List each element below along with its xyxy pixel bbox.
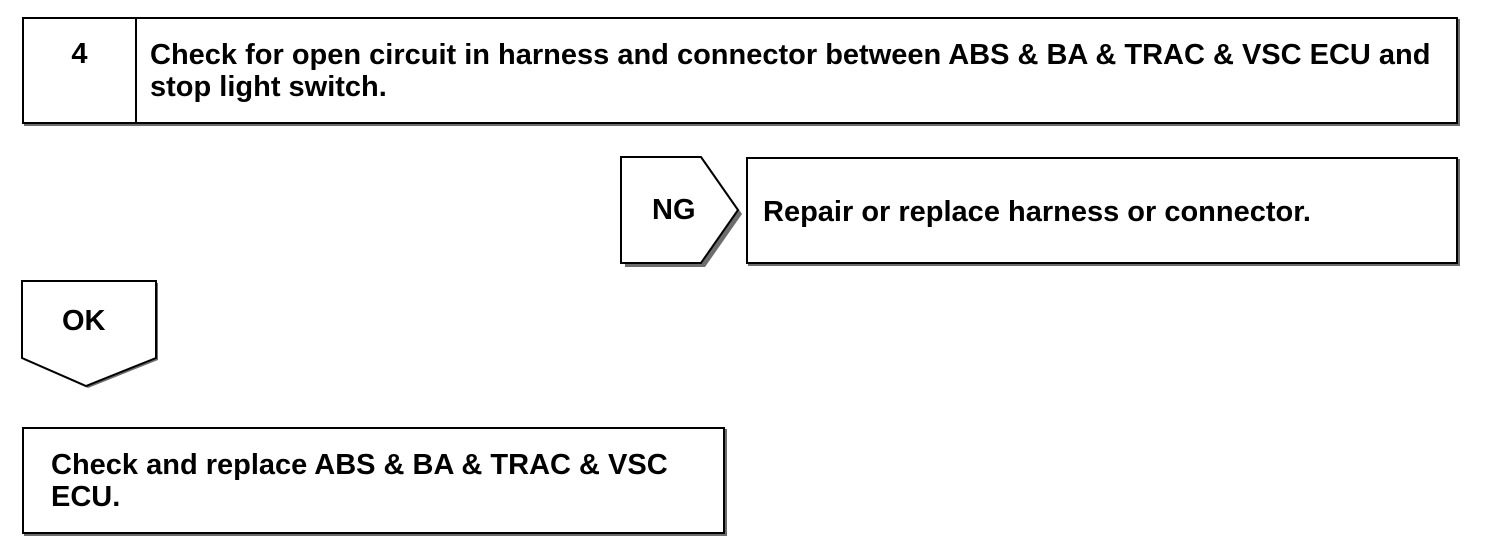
final-action-text: Check and replace ABS & BA & TRAC & VSC … bbox=[51, 449, 668, 513]
ok-label: OK bbox=[62, 305, 106, 337]
ng-action-box: Repair or replace harness or connector. bbox=[746, 157, 1458, 264]
step-box: 4 Check for open circuit in harness and … bbox=[22, 17, 1458, 124]
step-divider bbox=[135, 19, 137, 122]
step-title: Check for open circuit in harness and co… bbox=[150, 39, 1431, 103]
step-number: 4 bbox=[71, 38, 88, 70]
final-action-box: Check and replace ABS & BA & TRAC & VSC … bbox=[22, 427, 725, 534]
ng-label: NG bbox=[652, 194, 696, 226]
ng-action-text: Repair or replace harness or connector. bbox=[763, 196, 1311, 228]
